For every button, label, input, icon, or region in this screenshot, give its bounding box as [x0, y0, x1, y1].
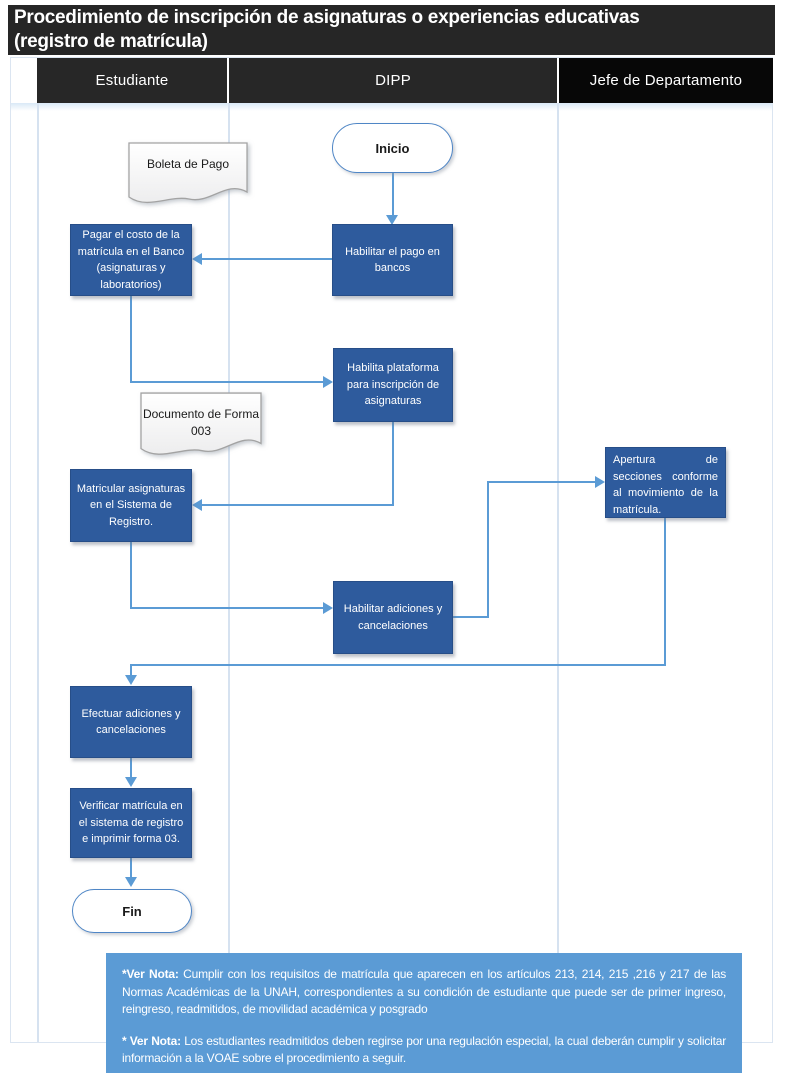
document-label: Documento de Forma 003 [142, 407, 260, 438]
note2-text: Los estudiantes readmitidos deben regirs… [122, 1033, 726, 1066]
connector-segment [487, 481, 595, 483]
arrowhead-right-icon [323, 602, 333, 614]
connector-segment [130, 607, 323, 609]
title-bar: Procedimiento de inscripción de asignatu… [8, 5, 775, 55]
connector-segment [130, 664, 666, 666]
connector-segment [130, 858, 132, 878]
note2-label: * Ver Nota: [122, 1033, 181, 1048]
connector-segment [664, 518, 666, 666]
page-title-line1: Procedimiento de inscripción de asignatu… [14, 7, 640, 28]
lane-header-estudiante: Estudiante [37, 58, 227, 103]
connector-segment [202, 258, 332, 260]
connector-segment [130, 542, 132, 609]
process-label: Efectuar adiciones y cancelaciones [81, 707, 181, 737]
connector-segment [130, 758, 132, 778]
process-label: Habilitar el pago en bancos [345, 245, 440, 275]
process-verificar-matricula: Verificar matrícula en el sistema de reg… [70, 788, 192, 858]
connector-segment [130, 664, 132, 676]
document-label: Boleta de Pago [146, 157, 230, 171]
process-habilitar-adiciones: Habilitar adiciones y cancelaciones [333, 581, 453, 654]
process-efectuar-adiciones: Efectuar adiciones y cancelaciones [70, 686, 192, 758]
arrowhead-right-icon [595, 476, 605, 488]
process-habilitar-pago: Habilitar el pago en bancos [332, 224, 453, 296]
arrowhead-down-icon [386, 215, 398, 225]
connector-segment [487, 481, 489, 618]
lane-header-shadow [11, 103, 772, 111]
arrowhead-right-icon [323, 376, 333, 388]
arrowhead-down-icon [125, 877, 137, 887]
arrowhead-down-icon [125, 777, 137, 787]
connector-segment [130, 296, 132, 383]
document-boleta-de-pago: Boleta de Pago [128, 142, 248, 210]
document-shape-icon [140, 392, 262, 455]
terminal-inicio: Inicio [332, 123, 453, 173]
process-label: Apertura de secciones conforme al movimi… [613, 454, 718, 516]
connector-segment [130, 381, 323, 383]
arrowhead-left-icon [192, 499, 202, 511]
terminal-fin-label: Fin [122, 903, 142, 919]
terminal-inicio-label: Inicio [375, 140, 410, 156]
arrowhead-down-icon [125, 675, 137, 685]
process-matricular: Matricular asignaturas en el Sistema de … [70, 469, 192, 542]
lane-divider-estudiante-dipp [228, 103, 230, 1042]
document-forma-003: Documento de Forma 003 [140, 392, 262, 462]
process-apertura-secciones: Apertura de secciones conforme al movimi… [605, 447, 726, 518]
process-label: Matricular asignaturas en el Sistema de … [76, 482, 186, 528]
terminal-fin: Fin [72, 889, 192, 933]
arrowhead-left-icon [192, 253, 202, 265]
page-title-line2: (registro de matrícula) [14, 31, 208, 52]
document-shape-icon [128, 142, 248, 204]
process-label: Verificar matrícula en el sistema de reg… [78, 800, 184, 846]
process-label: Pagar el costo de la matrícula en el Ban… [77, 229, 185, 291]
connector-segment [392, 422, 394, 506]
lane-header-dipp: DIPP [229, 58, 557, 103]
lane-divider-left [37, 103, 39, 1042]
note1-label: *Ver Nota: [122, 967, 179, 981]
note-paragraph-2: * Ver Nota: Los estudiantes readmitidos … [122, 1033, 726, 1068]
process-label: Habilitar adiciones y cancelaciones [343, 603, 443, 632]
process-habilita-plataforma: Habilita plataforma para inscripción de … [333, 348, 453, 422]
notes-box: *Ver Nota: Cumplir con los requisitos de… [106, 953, 742, 1073]
connector-segment [392, 173, 394, 215]
lane-divider-dipp-jefe [557, 103, 559, 1042]
connector-segment [453, 616, 489, 618]
lane-header-jefe: Jefe de Departamento [559, 58, 773, 103]
note-paragraph-1: *Ver Nota: Cumplir con los requisitos de… [122, 966, 726, 1019]
process-pagar-costo: Pagar el costo de la matrícula en el Ban… [70, 224, 192, 296]
process-label: Habilita plataforma para inscripción de … [346, 362, 440, 408]
note1-text: Cumplir con los requisitos de matrícula … [122, 967, 727, 1016]
connector-segment [202, 504, 394, 506]
